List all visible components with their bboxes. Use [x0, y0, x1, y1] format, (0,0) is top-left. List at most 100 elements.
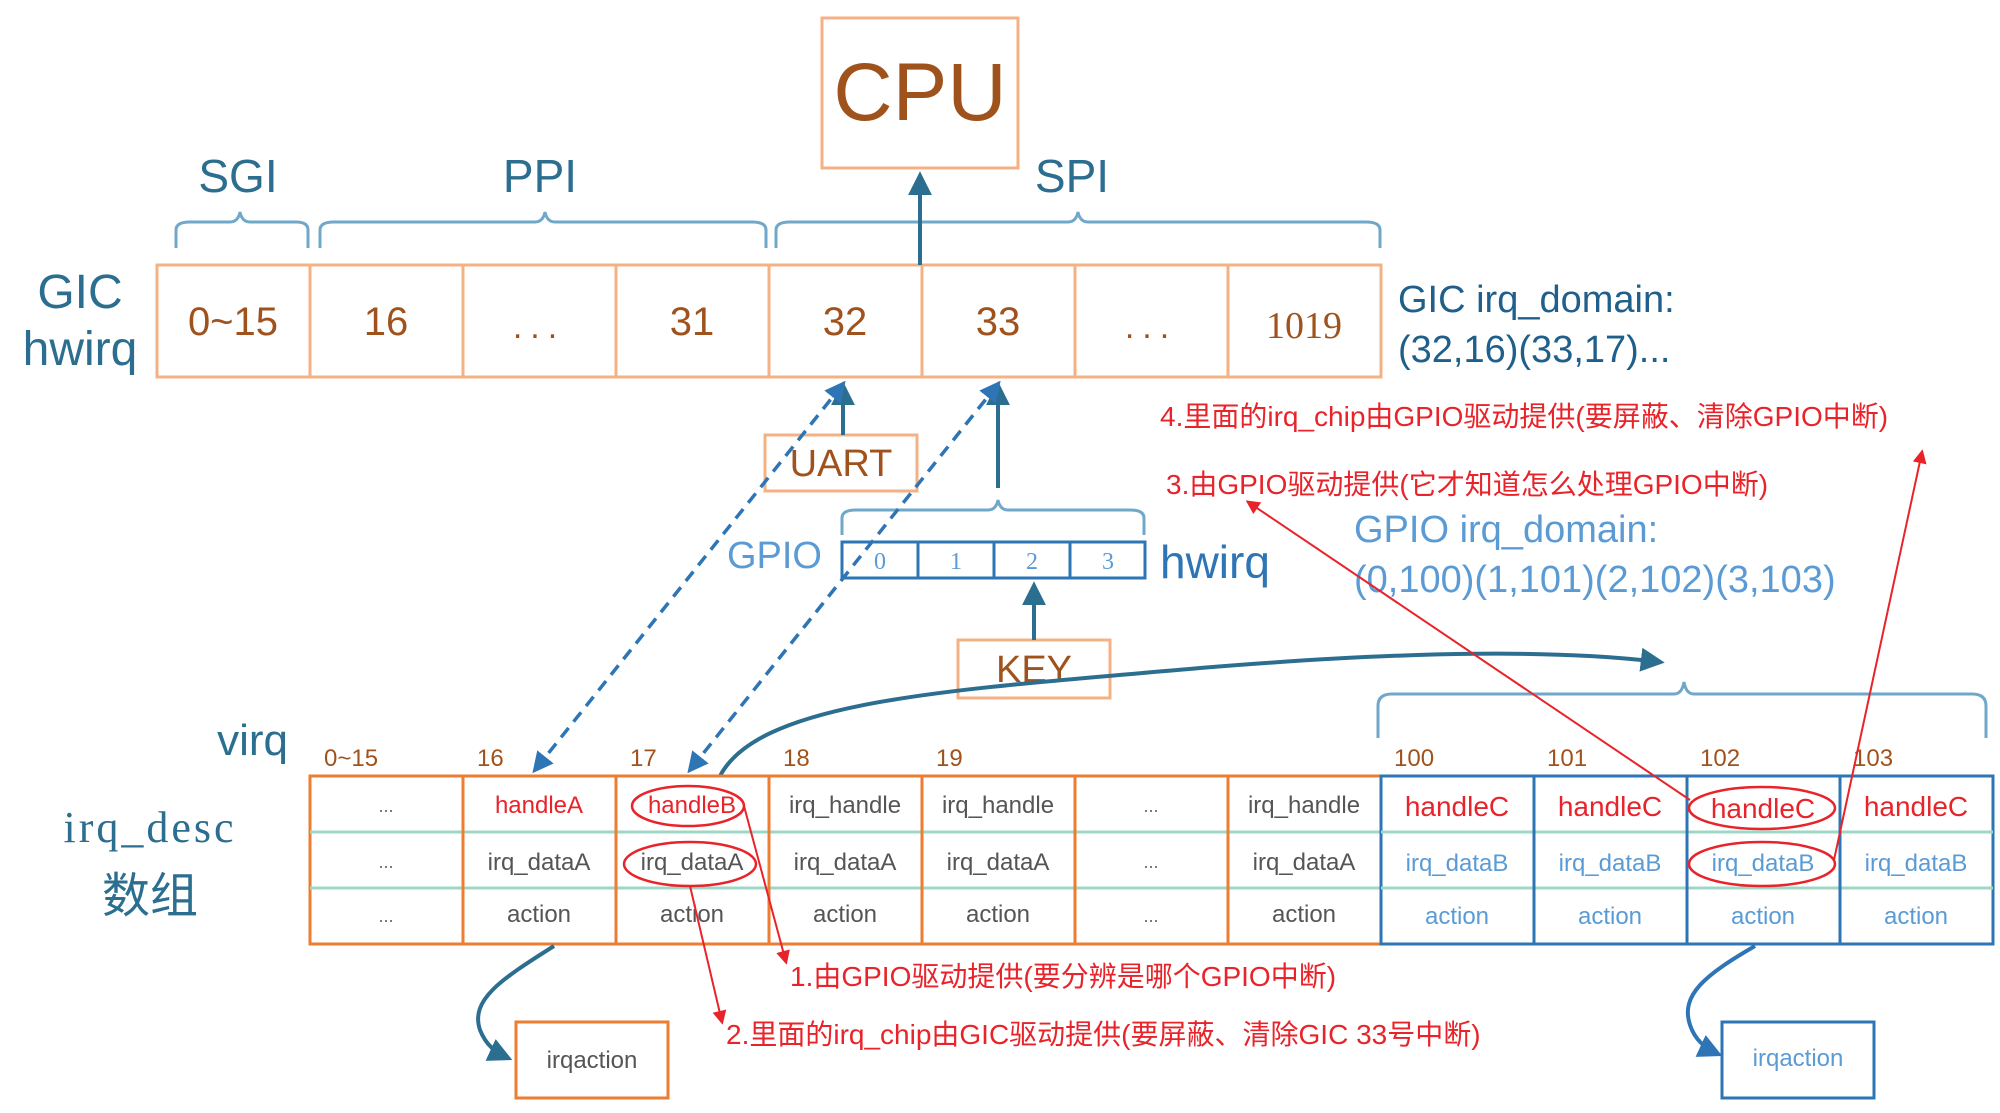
gic-hwirq-label: hwirq [23, 323, 138, 376]
virq-index-row: 0~15 16 17 18 19 100 101 102 103 [324, 745, 1893, 772]
gpio-hwirq-label: hwirq [1160, 536, 1270, 588]
arrow-note1 [743, 805, 790, 965]
desc-action-cell: ... [1143, 906, 1158, 926]
gpio-cell: 1 [950, 549, 962, 575]
desc-data-cell: irq_dataA [947, 849, 1050, 876]
sgi-label: SGI [198, 150, 277, 202]
desc-handle-cell: irq_handle [942, 792, 1054, 819]
desc-action-cell: action [507, 901, 571, 928]
desc-action-cell: action [1425, 903, 1489, 930]
gpio-cell: 0 [874, 549, 886, 575]
gpio-domain-mapping: (0,100)(1,101)(2,102)(3,103) [1354, 559, 1836, 601]
desc-handle-cell: handleC [1864, 791, 1968, 822]
desc-handle-cell: ... [1143, 796, 1158, 816]
irq-desc-label: irq_desc [63, 803, 236, 852]
brace-ppi [318, 211, 768, 248]
virq-label: virq [217, 716, 288, 765]
uart-label: UART [790, 443, 893, 485]
desc-handle-cell: handleC [1711, 793, 1815, 824]
desc-data-cell: irq_dataA [794, 849, 897, 876]
desc-handle-cell: handleB [648, 792, 736, 819]
arrow-handleB-to-gpio-virqs [718, 647, 1665, 777]
desc-data-cell: ... [1143, 852, 1158, 872]
note-2: 2.里面的irq_chip由GIC驱动提供(要屏蔽、清除GIC 33号中断) [726, 1019, 1481, 1050]
gic-cell: 0~15 [188, 300, 278, 344]
irq-desc-table-gic: ... ... ... handleA irq_dataA action han… [308, 774, 1383, 946]
gpio-cell: 2 [1026, 549, 1038, 575]
irq-desc-array-label: 数组 [102, 870, 198, 923]
virq-index: 18 [783, 745, 810, 772]
irqaction-box-right: irqaction [1720, 1020, 1876, 1100]
arrow-to-irqaction-right [1685, 944, 1757, 1057]
brace-gpio-virqs [1376, 681, 1988, 738]
cpu-box: CPU [820, 16, 1020, 170]
gic-cell: 1019 [1266, 305, 1342, 347]
gic-domain-title: GIC irq_domain: [1398, 279, 1675, 321]
desc-action-cell: action [1272, 901, 1336, 928]
desc-handle-cell: handleA [495, 792, 583, 819]
arrow-note3 [1245, 500, 1691, 801]
gic-hwirq-row: 0~15 16 ... 31 32 33 ... 1019 [155, 263, 1383, 379]
desc-action-cell: action [1578, 903, 1642, 930]
ppi-label: PPI [503, 150, 577, 202]
virq-index: 19 [936, 745, 963, 772]
gpio-hwirq-row: 0 1 2 3 [840, 540, 1147, 580]
gpio-label: GPIO [727, 535, 822, 577]
desc-action-cell: action [660, 901, 724, 928]
virq-index: 16 [477, 745, 504, 772]
desc-data-cell: irq_dataB [1406, 850, 1509, 877]
note-3: 3.由GPIO驱动提供(它才知道怎么处理GPIO中断) [1166, 469, 1768, 500]
desc-handle-cell: irq_handle [1248, 792, 1360, 819]
virq-index: 100 [1394, 745, 1434, 772]
brace-gpio [840, 499, 1146, 535]
gic-domain-mapping: (32,16)(33,17)... [1398, 329, 1670, 371]
gic-cell: 32 [823, 300, 868, 344]
gic-label: GIC [37, 266, 122, 319]
brace-spi [774, 211, 1382, 248]
desc-data-cell: irq_dataA [488, 849, 591, 876]
gpio-domain-title: GPIO irq_domain: [1354, 509, 1658, 551]
spi-label: SPI [1035, 150, 1109, 202]
desc-action-cell: ... [378, 906, 393, 926]
dashed-arrow-33-to-17 [687, 380, 1001, 774]
arrow-to-irqaction-left [476, 944, 556, 1061]
desc-data-cell: irq_dataB [1712, 850, 1815, 877]
irq-desc-table-gpio: handleC irq_dataB action handleC irq_dat… [1379, 774, 1995, 946]
gpio-cell: 3 [1102, 549, 1114, 575]
desc-handle-cell: ... [378, 796, 393, 816]
virq-index: 101 [1547, 745, 1587, 772]
desc-handle-cell: irq_handle [789, 792, 901, 819]
gic-cell: ... [513, 308, 565, 346]
irqaction-label-left: irqaction [547, 1047, 638, 1074]
arrow-note2 [689, 885, 727, 1025]
desc-data-cell: irq_dataB [1865, 850, 1968, 877]
highlight-irq-dataB [1687, 840, 1837, 888]
note-1: 1.由GPIO驱动提供(要分辨是哪个GPIO中断) [790, 961, 1336, 992]
desc-data-cell: irq_dataA [641, 849, 744, 876]
virq-index: 0~15 [324, 745, 378, 772]
arrow-note4 [1833, 449, 1927, 861]
virq-index: 17 [630, 745, 657, 772]
note-4: 4.里面的irq_chip由GPIO驱动提供(要屏蔽、清除GPIO中断) [1160, 401, 1888, 432]
uart-box: UART [763, 433, 919, 493]
desc-data-cell: ... [378, 852, 393, 872]
gic-cell: 33 [976, 300, 1021, 344]
desc-data-cell: irq_dataB [1559, 850, 1662, 877]
desc-action-cell: action [966, 901, 1030, 928]
cpu-label: CPU [833, 47, 1006, 138]
irqaction-label-right: irqaction [1753, 1045, 1844, 1072]
desc-handle-cell: handleC [1558, 791, 1662, 822]
desc-data-cell: irq_dataA [1253, 849, 1356, 876]
gic-cell: ... [1125, 308, 1177, 346]
brace-sgi [174, 211, 310, 248]
desc-action-cell: action [813, 901, 877, 928]
gic-cell: 31 [670, 300, 715, 344]
virq-index: 102 [1700, 745, 1740, 772]
gic-cell: 16 [364, 300, 409, 344]
desc-action-cell: action [1884, 903, 1948, 930]
desc-handle-cell: handleC [1405, 791, 1509, 822]
highlight-handleC [1687, 785, 1837, 831]
irqaction-box-left: irqaction [514, 1020, 670, 1100]
desc-action-cell: action [1731, 903, 1795, 930]
